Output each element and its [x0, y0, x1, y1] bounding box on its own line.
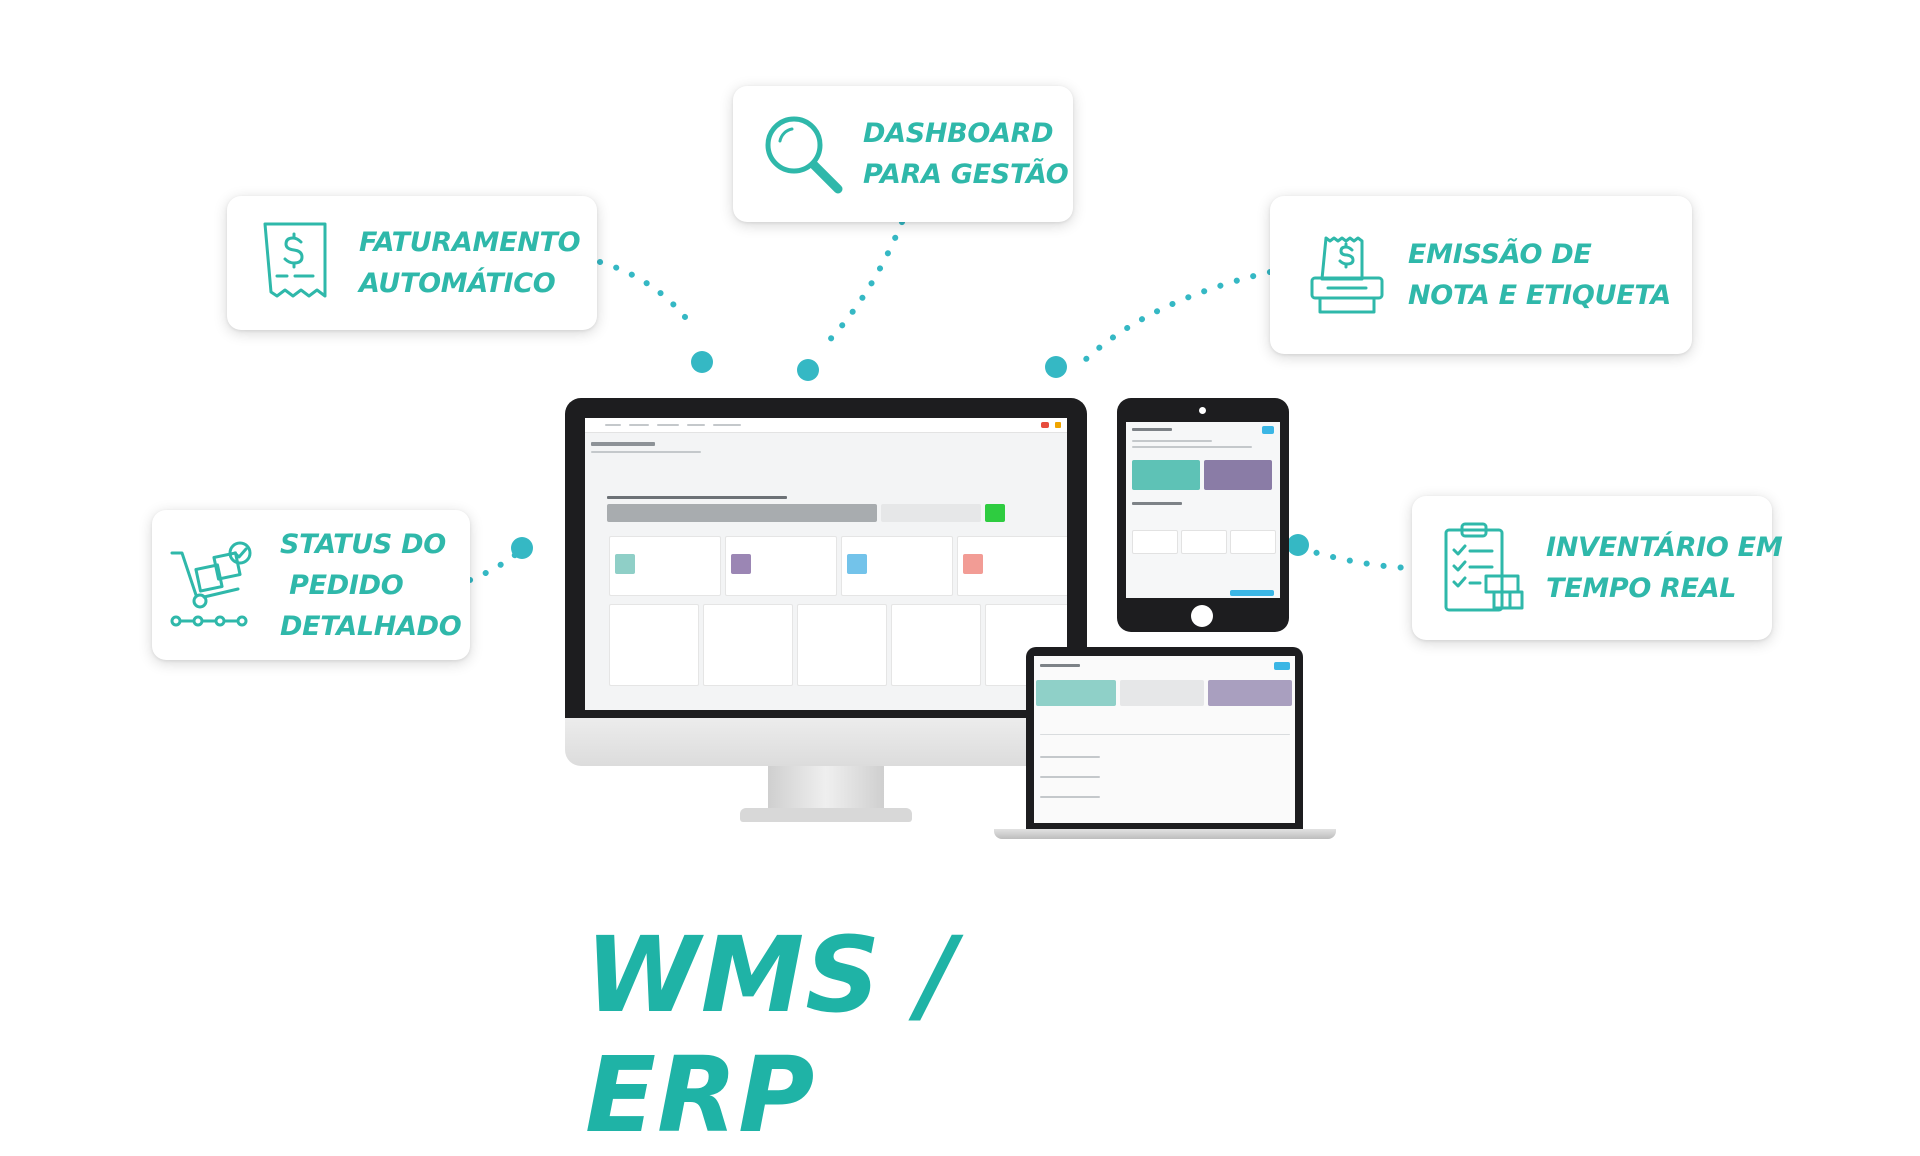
- connector-faturamento: [597, 259, 698, 333]
- monitor-base: [740, 808, 912, 822]
- desktop-monitor-mockup: [565, 398, 1087, 718]
- clipboard-checklist-icon: [1434, 520, 1530, 616]
- desktop-screen: [585, 418, 1067, 710]
- feature-label-line: PEDIDO: [280, 569, 404, 601]
- connector-lines: [467, 219, 1411, 583]
- connector-dot-status: [511, 537, 533, 559]
- feature-label-line: DASHBOARD: [863, 118, 1054, 149]
- tablet-mockup: [1117, 398, 1289, 632]
- feature-card-emissao[interactable]: EMISSÃO DE NOTA E ETIQUETA: [1270, 196, 1692, 354]
- connector-dot-faturamento: [691, 351, 713, 373]
- laptop-mockup: [1026, 647, 1303, 829]
- feature-label-line: INVENTÁRIO EM: [1546, 532, 1783, 563]
- connector-emissao: [1082, 269, 1273, 363]
- connector-inventario: [1297, 545, 1411, 571]
- feature-label-line: TEMPO REAL: [1546, 573, 1737, 604]
- monitor-chin: [565, 718, 1087, 766]
- invoice-dollar-icon: [247, 220, 343, 306]
- connector-dot-inventario: [1287, 534, 1309, 556]
- feature-card-faturamento[interactable]: FATURAMENTO AUTOMÁTICO: [227, 196, 597, 330]
- feature-label-line: DETALHADO: [280, 610, 462, 642]
- feature-card-dashboard[interactable]: DASHBOARD PARA GESTÃO: [733, 86, 1073, 222]
- feature-card-status[interactable]: STATUS DO PEDIDO DETALHADO: [152, 510, 470, 660]
- tablet-screen: [1126, 422, 1280, 598]
- feature-label-line: AUTOMÁTICO: [359, 268, 556, 299]
- connector-dot-dashboard: [797, 359, 819, 381]
- laptop-screen: [1034, 656, 1295, 823]
- feature-label-line: FATURAMENTO: [359, 227, 581, 258]
- connector-dashboard: [817, 219, 905, 353]
- feature-label-line: NOTA E ETIQUETA: [1408, 280, 1671, 311]
- magnifier-icon: [757, 111, 849, 197]
- page-title: WMS / ERP: [585, 914, 958, 1156]
- monitor-stand: [768, 766, 884, 810]
- feature-label-line: STATUS DO: [280, 528, 446, 560]
- printer-receipt-icon: [1306, 234, 1388, 316]
- connector-status: [467, 552, 518, 583]
- connector-dot-emissao: [1045, 356, 1067, 378]
- hand-truck-icon: [168, 539, 260, 631]
- feature-label-line: EMISSÃO DE: [1408, 239, 1592, 270]
- feature-card-inventario[interactable]: INVENTÁRIO EM TEMPO REAL: [1412, 496, 1783, 640]
- laptop-base: [994, 829, 1336, 839]
- feature-label-line: PARA GESTÃO: [863, 159, 1069, 190]
